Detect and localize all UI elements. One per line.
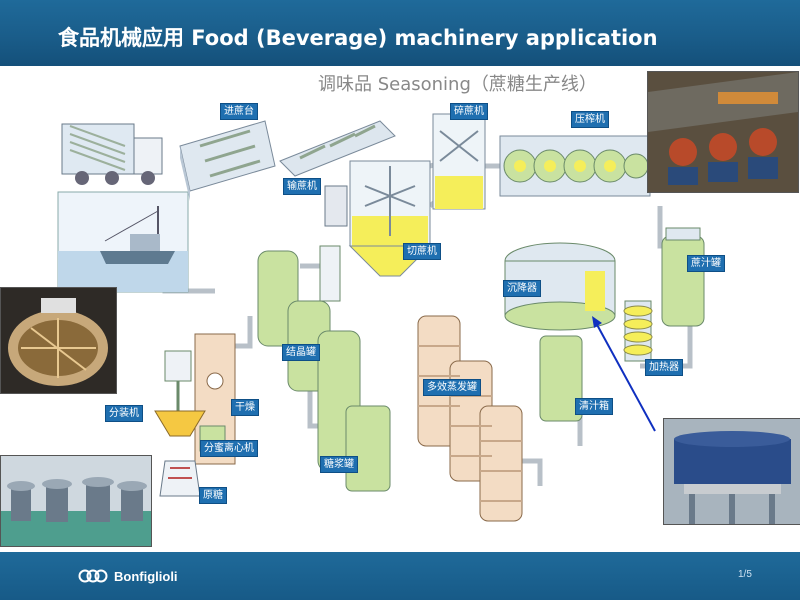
label-clear-juice-box: 清汁箱 bbox=[575, 398, 613, 415]
label-press: 压榨机 bbox=[571, 111, 609, 128]
label-multi-effect-evaporator: 多效蒸发罐 bbox=[423, 379, 481, 396]
juice-tank bbox=[661, 227, 705, 327]
header-bar: 食品机械应用 Food (Beverage) machinery applica… bbox=[0, 0, 800, 66]
settler-pointer-arrow bbox=[592, 316, 656, 432]
settler-tank-photo bbox=[663, 418, 800, 525]
label-raw-sugar: 原糖 bbox=[199, 487, 227, 504]
evaporator-columns bbox=[417, 315, 523, 522]
cutter-vessel bbox=[348, 160, 432, 277]
cane-conveyor bbox=[279, 120, 396, 177]
sugar-mill-photo bbox=[647, 71, 799, 193]
page-number: 1/5 bbox=[738, 569, 752, 580]
label-feed-table: 进蔗台 bbox=[220, 103, 258, 120]
label-crusher: 碎蔗机 bbox=[450, 103, 488, 120]
settler-tank bbox=[504, 242, 616, 331]
truck-illustration bbox=[61, 123, 163, 185]
feed-table-equipment bbox=[179, 120, 276, 201]
centrifuge-plant-photo bbox=[0, 455, 152, 547]
centrifuge-basket-photo bbox=[0, 287, 117, 394]
label-packer: 分装机 bbox=[105, 405, 143, 422]
clear-juice-box bbox=[539, 335, 583, 422]
slide-subtitle: 调味品 Seasoning（蔗糖生产线） bbox=[318, 74, 597, 95]
slide-title: 食品机械应用 Food (Beverage) machinery applica… bbox=[58, 26, 658, 50]
silo bbox=[324, 185, 348, 227]
logo-rings-icon bbox=[78, 569, 108, 583]
packer-machine bbox=[154, 350, 206, 437]
footer-bar bbox=[0, 552, 800, 600]
label-centrifuge: 分蜜离心机 bbox=[200, 440, 258, 457]
heater-coil bbox=[623, 300, 653, 362]
logo-text: Bonfiglioli bbox=[114, 568, 178, 584]
company-logo: Bonfiglioli bbox=[78, 567, 178, 585]
raw-sugar-bag bbox=[159, 460, 201, 497]
label-crystallizer: 结晶罐 bbox=[282, 344, 320, 361]
crusher-vessel bbox=[432, 113, 486, 210]
label-settler: 沉降器 bbox=[503, 280, 541, 297]
label-heater: 加热器 bbox=[645, 359, 683, 376]
label-juice-tank: 蔗汁罐 bbox=[687, 255, 725, 272]
label-cutter: 切蔗机 bbox=[403, 243, 441, 260]
press-rollers bbox=[499, 135, 651, 197]
label-syrup-tank: 糖浆罐 bbox=[320, 456, 358, 473]
ship-illustration bbox=[57, 191, 189, 293]
label-dryer: 干燥 bbox=[231, 399, 259, 416]
label-conveyor: 输蔗机 bbox=[283, 178, 321, 195]
